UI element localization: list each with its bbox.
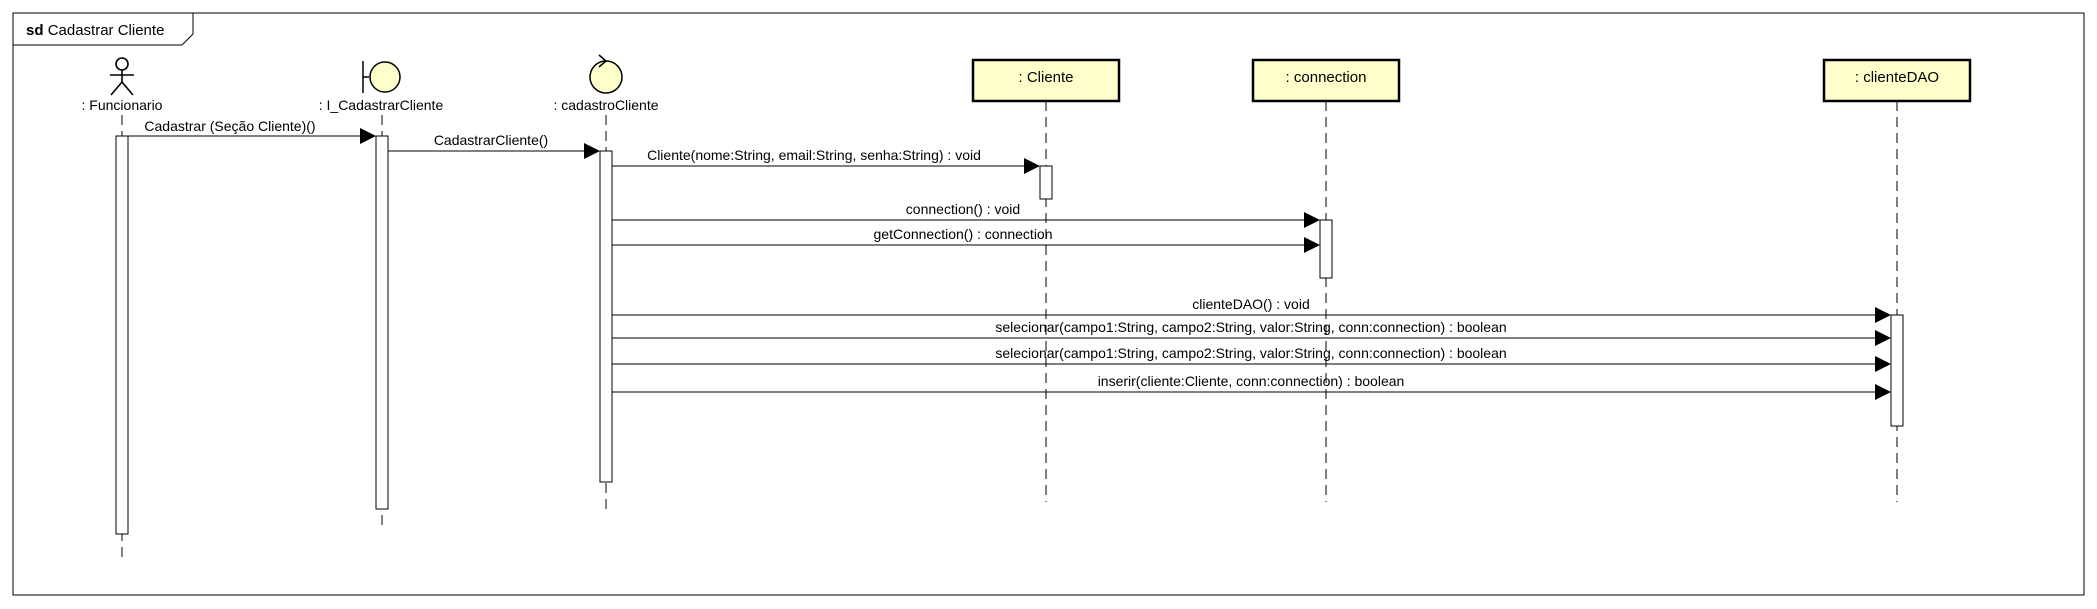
- message-label: CadastrarCliente(): [434, 132, 548, 148]
- activation-bars: [115, 135, 1904, 535]
- activation-clientedao: [1890, 314, 1904, 427]
- arrowhead-icon: [1875, 384, 1891, 400]
- arrowhead-icon: [1024, 158, 1040, 174]
- object-box-cliente: [971, 58, 1121, 103]
- lifeline-connection: : connection: [1251, 58, 1401, 103]
- message: getConnection() : connection: [612, 226, 1320, 253]
- lifeline-label-connection: : connection: [1286, 69, 1367, 86]
- activation-funcionario: [115, 135, 129, 535]
- message-label: clienteDAO() : void: [1192, 296, 1309, 312]
- arrowhead-icon: [360, 128, 376, 144]
- message: inserir(cliente:Cliente, conn:connection…: [612, 373, 1891, 400]
- activation-cliente: [1039, 165, 1053, 200]
- arrowhead-icon: [1304, 237, 1320, 253]
- lifeline-cliente: : Cliente: [971, 58, 1121, 103]
- message-label: selecionar(campo1:String, campo2:String,…: [995, 319, 1506, 335]
- lifeline-label-clientedao: : clienteDAO: [1855, 69, 1939, 86]
- message: selecionar(campo1:String, campo2:String,…: [612, 345, 1891, 372]
- message-label: Cadastrar (Seção Cliente)(): [144, 118, 315, 134]
- message-label: getConnection() : connection: [874, 226, 1053, 242]
- message-label: selecionar(campo1:String, campo2:String,…: [995, 345, 1506, 361]
- lifeline-label-cliente: : Cliente: [1018, 69, 1073, 86]
- frame-title: Cadastrar Cliente: [48, 22, 165, 39]
- messages: Cadastrar (Seção Cliente)() CadastrarCli…: [128, 118, 1891, 400]
- message: CadastrarCliente(): [388, 132, 600, 159]
- activation-icadastrar: [375, 135, 389, 510]
- lifeline-label-cadastro: : cadastroCliente: [553, 97, 658, 113]
- message: connection() : void: [612, 201, 1320, 228]
- message-label: connection() : void: [906, 201, 1020, 217]
- control-icon: [589, 54, 623, 94]
- arrowhead-icon: [1875, 356, 1891, 372]
- frame-label: sd Cadastrar Cliente: [26, 22, 164, 39]
- lifeline-cadastro: : cadastroCliente: [553, 54, 659, 113]
- message: selecionar(campo1:String, campo2:String,…: [612, 319, 1891, 346]
- actor-icon: [110, 57, 134, 96]
- activation-connection: [1319, 219, 1333, 279]
- arrowhead-icon: [1875, 307, 1891, 323]
- object-box-connection: [1251, 58, 1401, 103]
- message: clienteDAO() : void: [612, 296, 1891, 323]
- frame-keyword: sd: [26, 22, 44, 39]
- arrowhead-icon: [1304, 212, 1320, 228]
- message-label: Cliente(nome:String, email:String, senha…: [647, 147, 981, 163]
- arrowhead-icon: [1875, 330, 1891, 346]
- boundary-icon: [362, 61, 401, 93]
- message: Cadastrar (Seção Cliente)(): [128, 118, 376, 144]
- message: Cliente(nome:String, email:String, senha…: [612, 147, 1040, 174]
- lifeline-clientedao: : clienteDAO: [1822, 58, 1972, 103]
- diagram-frame: sd Cadastrar Cliente: [12, 12, 2085, 596]
- arrowhead-icon: [584, 143, 600, 159]
- lifeline-label-funcionario: : Funcionario: [82, 97, 163, 113]
- lifeline-icadastrar: : I_CadastrarCliente: [319, 61, 444, 113]
- object-box-clientedao: [1822, 58, 1972, 103]
- message-label: inserir(cliente:Cliente, conn:connection…: [1098, 373, 1405, 389]
- lifeline-funcionario: : Funcionario: [82, 57, 163, 113]
- lifeline-label-icadastrar: : I_CadastrarCliente: [319, 97, 444, 113]
- activation-cadastro: [599, 150, 613, 483]
